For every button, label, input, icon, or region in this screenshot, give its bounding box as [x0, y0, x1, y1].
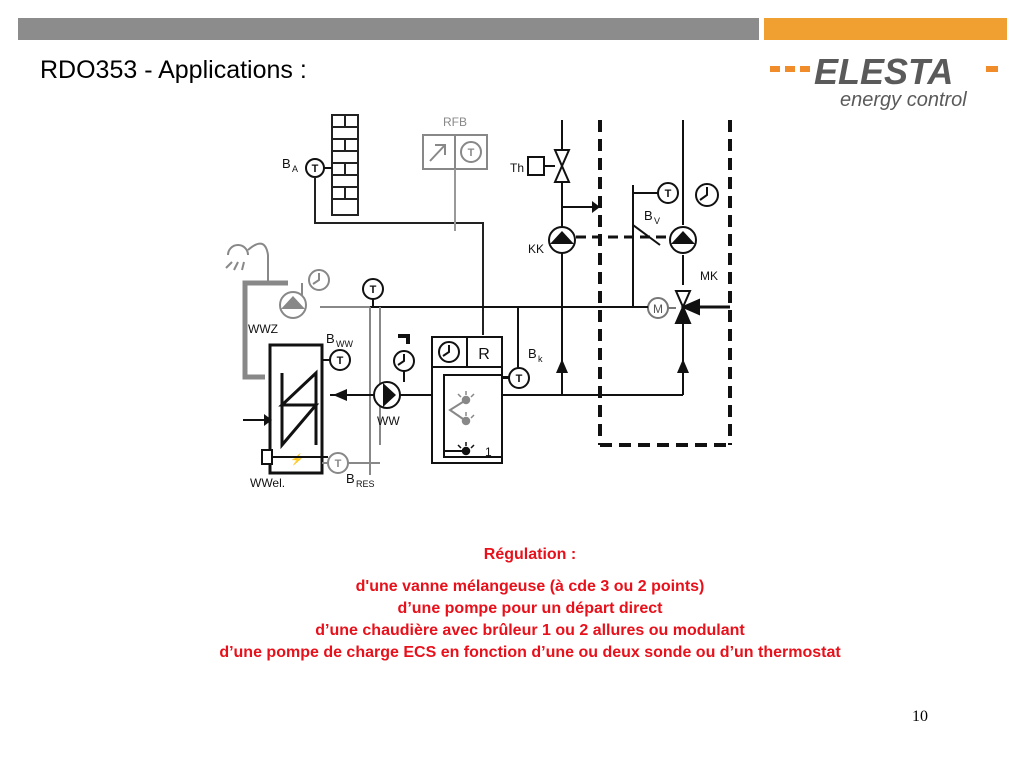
label-ww: WW [377, 414, 400, 428]
mixing-clock-icon [695, 183, 719, 207]
reserve-sensor-bres: T [322, 452, 349, 474]
label-th: Th [510, 161, 524, 175]
flow-sensor-bv: T [633, 182, 679, 204]
mixing-valve [674, 290, 700, 324]
central-temperature-sensor: T [362, 278, 384, 300]
shower-icon [225, 242, 269, 283]
label-bv: B [644, 208, 653, 223]
elesta-logo: ELESTA energy control [770, 51, 998, 111]
label-ba: B [282, 156, 291, 171]
circulation-loop [242, 280, 288, 380]
hydraulic-diagram: B A T RFB T Th KK [225, 114, 732, 490]
m-symbol: M [653, 302, 663, 316]
bww-t-symbol: T [337, 355, 344, 367]
direct-circuit-pump [548, 226, 576, 254]
dhw-clock-icon [393, 350, 415, 372]
outdoor-wall [331, 114, 359, 216]
bv-t-symbol: T [665, 188, 672, 200]
dhw-charge-pump [373, 381, 401, 409]
label-bww-sub: WW [336, 339, 353, 349]
rfb-t-symbol: T [468, 147, 475, 159]
outdoor-sensor: T [305, 158, 332, 178]
label-bk: B [528, 346, 537, 361]
regulation-title: Régulation : [483, 546, 577, 563]
header-bar-gray [18, 18, 759, 40]
logo-brand: ELESTA [814, 51, 953, 92]
label-bres: B [346, 471, 355, 486]
bk-t-symbol: T [516, 373, 523, 385]
page-number: 10 [912, 708, 928, 725]
label-wwz: WWZ [248, 322, 278, 336]
logo-tagline: energy control [840, 89, 967, 111]
mixing-circuit-pump [669, 226, 697, 254]
label-bk-sub: k [538, 354, 543, 364]
hot-water-tank [268, 343, 324, 475]
label-bww: B [326, 331, 335, 346]
header-bar-orange [764, 18, 1007, 40]
boiler-sensor-bk: T [502, 367, 530, 389]
remote-room-unit [422, 134, 488, 170]
label-stage-1: 1 [485, 445, 492, 459]
tap-icon [398, 334, 410, 344]
regulation-line: d’une pompe de charge ECS en fonction d’… [219, 644, 841, 661]
circulation-pump [279, 291, 307, 319]
burner-stage-1-icon [457, 442, 475, 456]
label-ba-sub: A [292, 164, 298, 174]
label-rfb: RFB [443, 115, 467, 129]
regulation-line: d'une vanne mélangeuse (à cde 3 ou 2 poi… [355, 578, 705, 595]
regulation-line: d’une chaudière avec brûleur 1 ou 2 allu… [315, 622, 745, 639]
regulation-text: Régulation : d'une vanne mélangeuse (à c… [60, 544, 1000, 664]
label-kk: KK [528, 242, 544, 256]
controller-r [431, 336, 503, 368]
thermostatic-valve [527, 149, 571, 183]
r-symbol: R [478, 346, 490, 363]
ba-wire [314, 177, 484, 335]
bres-t-symbol: T [335, 458, 342, 470]
central-t-symbol: T [370, 284, 377, 296]
electric-heater [261, 449, 273, 465]
label-bres-sub: RES [356, 479, 375, 489]
slide-title: RDO353 - Applications : [40, 56, 307, 84]
label-bv-sub: V [654, 216, 660, 226]
t-symbol: T [312, 163, 319, 175]
dhw-sensor-bww: T [322, 349, 351, 371]
label-wwel: WWel. [250, 476, 285, 490]
valve-motor: M [647, 297, 669, 319]
regulation-line: d’une pompe pour un départ direct [397, 600, 663, 617]
heater-bolt-icon: ⚡ [290, 453, 304, 466]
wwz-clock-icon [308, 269, 330, 291]
label-mk: MK [700, 269, 718, 283]
